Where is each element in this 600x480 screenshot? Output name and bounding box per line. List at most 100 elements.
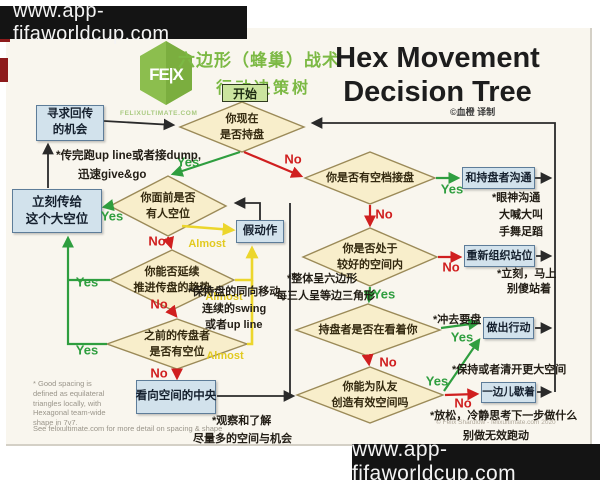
- translator-credit: ©血橙 译制: [450, 107, 496, 117]
- note-hex-shape-line1: *整体呈六边形: [287, 273, 358, 285]
- note-communicate-line2: 大喊大叫: [499, 209, 543, 221]
- note-relax-line1: *放松，冷静思考下一步做什么: [430, 410, 578, 422]
- edge-seek-to-hold: [103, 118, 176, 131]
- previous-thrower-line2: 是否有空位: [149, 346, 205, 358]
- box-pass-now-line2: 这个大空位: [25, 212, 89, 226]
- edge-look-no: [361, 353, 374, 367]
- start-label: 开始: [232, 86, 257, 101]
- label-almost-prev: Almost: [206, 350, 244, 362]
- note-reorganize-line1: *立刻，马上: [497, 268, 557, 280]
- note-keep-line1: *保持盘的同向移动: [188, 286, 281, 298]
- edge-hold-yes: [170, 150, 241, 177]
- label-yes-space: Yes: [372, 286, 396, 302]
- connectors-yes: [61, 150, 481, 392]
- label-yes-prev: Yes: [75, 342, 99, 358]
- edge-front-yes: [101, 199, 115, 212]
- label-yes-create: Yes: [425, 373, 449, 389]
- felix-logo: FE|X: [138, 40, 194, 111]
- note-communicate-line3: 手舞足蹈: [499, 226, 543, 238]
- note-clear-space: *保持或者清开更大空间: [452, 364, 567, 376]
- open-in-front-line2: 有人空位: [146, 208, 190, 220]
- label-no-hold: No: [284, 151, 302, 167]
- logo-site-text: FELIXULTIMATE.COM: [120, 110, 198, 117]
- connectors-no: [162, 150, 480, 401]
- create-space-line1: 你能为队友: [342, 381, 398, 393]
- note-give-go-line2: 迅速give&go: [78, 169, 147, 181]
- diamond-holding-disc: [178, 101, 306, 153]
- box-rest-aside: 一边儿歇着: [481, 382, 536, 403]
- watermark-banner-top: www.app-fifaworldcup.com: [0, 0, 247, 45]
- diamond-open-in-front: [108, 175, 228, 237]
- diamond-holder-looking: [293, 303, 443, 357]
- box-take-action-label: 做出行动: [486, 321, 531, 334]
- diagram-card: [6, 28, 592, 446]
- diamond-gap-to-receive-label: 你是否有空档接盘: [326, 172, 414, 184]
- label-yes-continue: Yes: [75, 274, 99, 290]
- note-rush-for-disc: *冲去要盘: [433, 314, 482, 326]
- edge-space-yes: [363, 286, 376, 304]
- diamond-continue-advance: [108, 249, 236, 311]
- create-space-line2: 创造有效空间吗: [331, 397, 409, 409]
- diamond-continue-advance-label: 你能否延续 推进传盘的趋势: [134, 264, 211, 296]
- edge-look-yes: [440, 318, 481, 331]
- edge-prev-yes-riser: [61, 235, 107, 346]
- footnote-spacing: * Good spacing is defined as equilateral…: [33, 379, 106, 427]
- label-no-continue: No: [150, 296, 168, 312]
- box-look-center-label: 看向空间的中央: [135, 390, 217, 403]
- box-communicate: 和持盘者沟通: [462, 167, 535, 189]
- label-yes-gap: Yes: [440, 181, 464, 197]
- start-box: 开始: [222, 84, 268, 102]
- note-keep-line2: 连续的swing: [202, 303, 267, 315]
- holding-disc-line1: 你现在: [225, 113, 259, 125]
- continue-advance-line1: 你能否延续: [144, 266, 200, 278]
- note-hex-shape-line2: 每三人呈等边三角形: [276, 290, 375, 302]
- edge-create-no: [444, 388, 480, 401]
- diamond-gap-to-receive: [303, 151, 437, 205]
- box-seek-return: 寻求回传 的机会: [36, 105, 104, 141]
- note-observe-line1: *观察和了解: [212, 415, 272, 427]
- note-keep-line3: 或者up line: [205, 319, 263, 331]
- edge-front-almost: [181, 222, 236, 236]
- in-good-space-line1: 你是否处于: [342, 243, 398, 255]
- label-no-front: No: [148, 233, 166, 249]
- edge-continue-almost: [235, 245, 259, 282]
- svg-text:FE|X: FE|X: [149, 65, 184, 84]
- note-relax-line2: 别做无效跑动: [463, 430, 529, 442]
- watermark-text-top: www.app-fifaworldcup.com: [13, 0, 170, 45]
- box-rest-aside-label: 一边儿歇着: [482, 386, 535, 399]
- box-pass-now: 立刻传给 这个大空位: [12, 189, 102, 233]
- diamond-previous-thrower-label: 之前的传盘者 是否有空位: [144, 328, 210, 360]
- open-in-front-line1: 你面前是否: [140, 192, 196, 204]
- connectors-black: [42, 117, 556, 402]
- decision-diamonds: [104, 101, 445, 424]
- edge-fake-loop: [233, 197, 261, 220]
- box-fake-move: 假动作: [236, 220, 284, 243]
- label-yes-front: Yes: [100, 208, 124, 224]
- diamond-in-good-space: [301, 227, 439, 287]
- label-yes-look: Yes: [450, 329, 474, 345]
- edge-front-no: [162, 235, 175, 250]
- edge-prev-almost: [247, 280, 254, 346]
- diamond-in-good-space-label: 你是否处于 较好的空间内: [337, 241, 403, 273]
- box-seek-return-line2: 的机会: [52, 124, 88, 136]
- edge-feedback-rail: [310, 117, 556, 392]
- edge-hold-no: [243, 150, 304, 178]
- title-zh-line1: 六边形（蜂巢）战术: [178, 51, 340, 70]
- box-reorganize-label: 重新组织站位: [466, 249, 533, 262]
- diamond-holding-disc-label: 你现在 是否持盘: [220, 111, 264, 143]
- title-en-line1: Hex Movement: [335, 42, 540, 74]
- label-no-gap: No: [375, 206, 393, 222]
- diamond-create-space: [295, 366, 445, 424]
- edge-continue-no: [165, 304, 178, 318]
- note-communicate-line1: *眼神沟通: [492, 192, 541, 204]
- left-edge-red-mark-2: [0, 58, 8, 82]
- previous-thrower-line1: 之前的传盘者: [144, 330, 210, 342]
- footnote-see-more: See felixultimate.com for more detail on…: [33, 424, 223, 433]
- label-no-prev: No: [150, 365, 168, 381]
- label-almost-front: Almost: [188, 238, 226, 250]
- note-observe-line2: 尽量多的空间与机会: [193, 433, 292, 445]
- watermark-banner-bottom: www.app-fifaworldcup.com: [352, 438, 600, 480]
- hexagon-logo-icon: FE|X: [140, 41, 192, 105]
